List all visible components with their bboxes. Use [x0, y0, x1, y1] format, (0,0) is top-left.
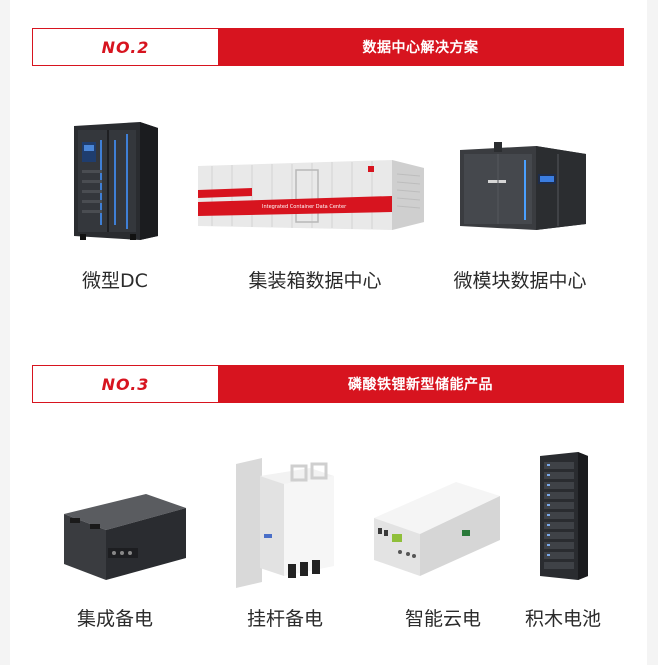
- container-data-center-image: Integrated Container Data Center: [198, 160, 424, 230]
- product-micro-module-dc[interactable]: [458, 140, 588, 232]
- product-smart-cloud[interactable]: [370, 478, 504, 578]
- section-number: NO.3: [101, 374, 150, 394]
- product-label: 集装箱数据中心: [248, 270, 382, 292]
- pole-mounted-backup-battery-image: [236, 458, 334, 588]
- integrated-backup-battery-image: [64, 494, 186, 580]
- product-label: 集成备电: [76, 608, 153, 630]
- product-label: 积木电池: [524, 608, 601, 630]
- product-container-dc[interactable]: Integrated Container Data Center: [192, 156, 428, 232]
- section-header-no2: NO.2 数据中心解决方案: [32, 28, 624, 66]
- section-title: 磷酸铁锂新型储能产品: [218, 366, 623, 402]
- product-label: 微模块数据中心: [453, 270, 587, 292]
- product-integrated-backup[interactable]: [60, 490, 188, 582]
- product-pole-mounted-backup[interactable]: [234, 456, 338, 588]
- micro-module-data-center-image: [460, 142, 586, 230]
- container-text: Integrated Container Data Center: [262, 204, 347, 210]
- product-micro-dc[interactable]: [70, 120, 162, 242]
- product-label: 智能云电: [404, 608, 481, 630]
- micro-dc-cabinet-image: [74, 122, 158, 240]
- smart-cloud-battery-image: [374, 482, 500, 576]
- product-modular-battery[interactable]: [538, 450, 590, 580]
- section-number: NO.2: [101, 37, 150, 57]
- product-label: 挂杆备电: [246, 608, 323, 630]
- modular-battery-rack-image: [540, 452, 588, 580]
- section-header-no3: NO.3 磷酸铁锂新型储能产品: [32, 365, 624, 403]
- product-label: 微型DC: [82, 270, 148, 292]
- section-title: 数据中心解决方案: [218, 29, 623, 65]
